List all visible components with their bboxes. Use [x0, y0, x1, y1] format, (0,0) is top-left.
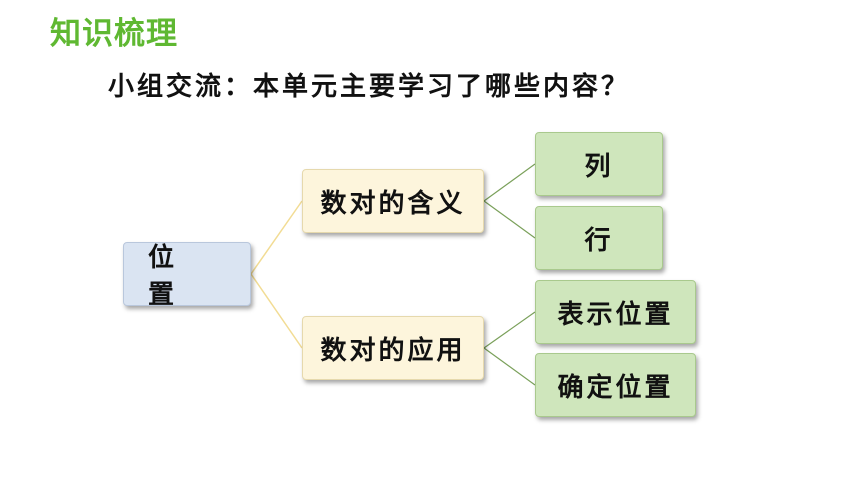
branch-node-meaning: 数对的含义	[302, 169, 484, 233]
leaf-node-column: 列	[535, 132, 663, 196]
connector-meaning-to-row	[483, 200, 536, 239]
root-node-position: 位 置	[123, 242, 251, 310]
connector-application-to-determine	[483, 347, 536, 386]
branch-node-application: 数对的应用	[302, 316, 484, 380]
section-title: 知识梳理	[50, 16, 178, 52]
connector-root-to-meaning	[250, 200, 303, 275]
connector-meaning-to-column	[483, 163, 536, 202]
leaf-node-represent-position: 表示位置	[535, 280, 696, 344]
connector-root-to-application	[250, 273, 303, 349]
leaf-node-row: 行	[535, 206, 663, 270]
discussion-prompt: 小组交流：本单元主要学习了哪些内容？	[108, 72, 631, 102]
leaf-node-determine-position: 确定位置	[535, 353, 696, 417]
connector-application-to-represent	[483, 311, 536, 349]
